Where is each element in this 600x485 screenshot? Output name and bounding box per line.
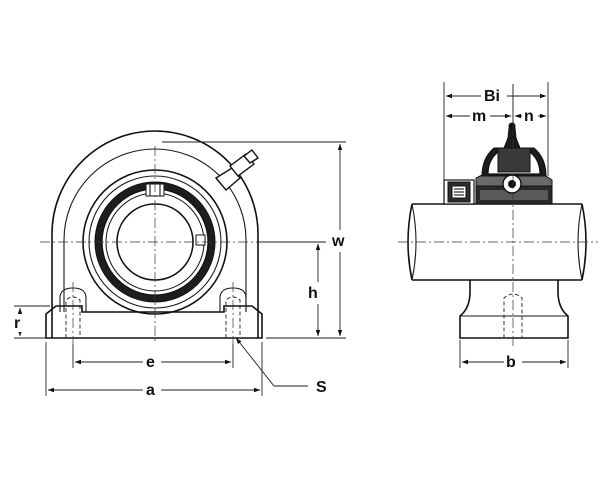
dim-label-s: S xyxy=(316,379,327,396)
housing-outline xyxy=(51,130,259,338)
pedestal-body xyxy=(459,280,569,339)
dim-label-bi: Bi xyxy=(484,88,500,105)
bearing-cap xyxy=(475,122,553,205)
locking-collar xyxy=(443,179,475,205)
front-view xyxy=(40,130,268,344)
dim-label-m: m xyxy=(472,108,486,125)
dim-label-a: a xyxy=(146,382,155,399)
housing-base xyxy=(45,305,263,339)
dim-label-h: h xyxy=(308,285,318,302)
dim-label-w: w xyxy=(331,233,345,250)
side-view xyxy=(398,84,598,348)
dim-label-r: r xyxy=(14,315,20,332)
dim-label-b: b xyxy=(506,354,516,371)
side-dimensions xyxy=(443,82,569,368)
grease-fitting-front xyxy=(214,149,260,191)
dim-label-n: n xyxy=(524,108,534,125)
dim-label-e: e xyxy=(146,354,155,371)
